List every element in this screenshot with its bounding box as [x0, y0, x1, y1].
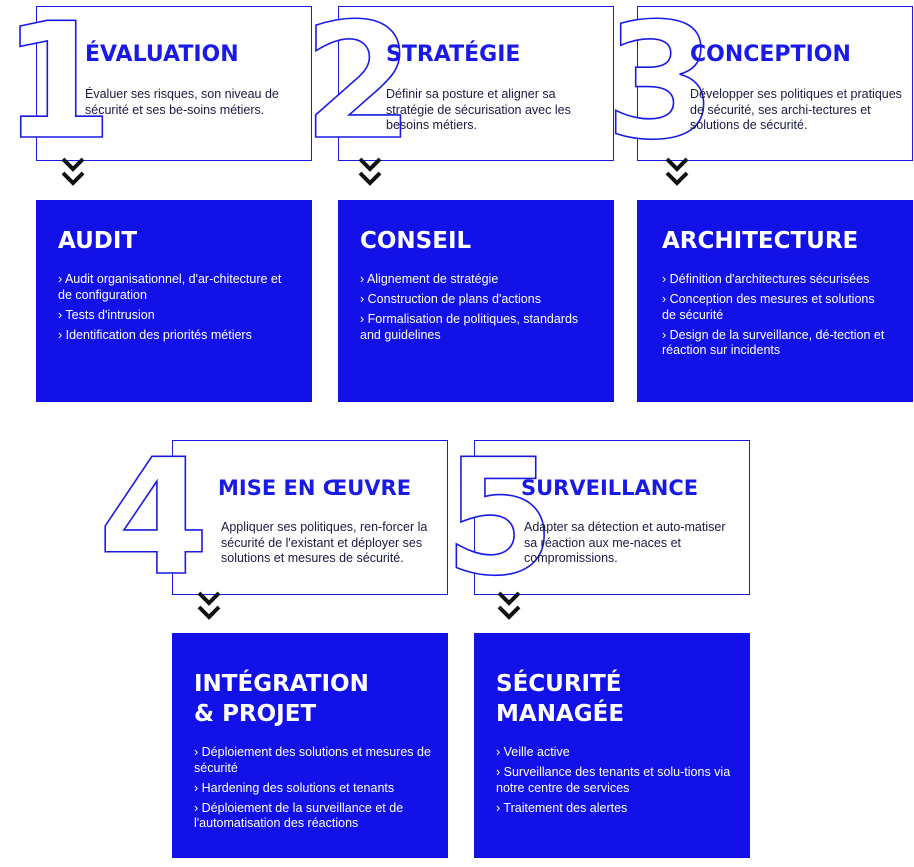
service-title-integration-projet: INTÉGRATION & PROJET — [194, 671, 369, 727]
list-item: › Identification des priorités métiers — [58, 327, 252, 342]
service-list-architecture: › Définition d'architectures sécurisées … — [662, 272, 887, 363]
service-title-audit: AUDIT — [58, 228, 138, 254]
step-title-surveillance: SURVEILLANCE — [521, 476, 699, 500]
double-chevron-down-icon — [61, 157, 85, 186]
step-number-4: 4 — [97, 424, 210, 611]
list-item: › Déploiement de la surveillance et de l… — [194, 800, 404, 831]
double-chevron-down-icon — [358, 157, 382, 186]
list-item: › Veille active — [496, 745, 570, 759]
service-list-integration-projet: › Déploiement des solutions et mesures d… — [194, 745, 439, 836]
service-title-architecture: ARCHITECTURE — [662, 228, 859, 254]
step-card-evaluation — [36, 6, 312, 161]
double-chevron-down-icon — [197, 591, 221, 620]
step-desc-conception: Développer ses politiques et pratiques d… — [690, 87, 902, 132]
step-number-2: 2 — [302, 0, 415, 175]
service-box-architecture: ARCHITECTURE › Définition d'architecture… — [637, 200, 913, 402]
step-desc-evaluation: Évaluer ses risques, son niveau de sécur… — [85, 87, 279, 117]
list-item: › Alignement de stratégie — [360, 272, 499, 286]
step-title-conception: CONCEPTION — [690, 42, 851, 67]
service-list-audit: › Audit organisationnel, d'ar-chitecture… — [58, 272, 288, 348]
service-title-conseil: CONSEIL — [360, 228, 472, 254]
list-item: › Tests d'intrusion — [58, 307, 155, 322]
list-item: › Définition d'architectures sécurisées — [662, 272, 870, 286]
step-title-mise-en-oeuvre: MISE EN ŒUVRE — [218, 476, 412, 500]
list-item: › Construction de plans d'actions — [360, 292, 541, 306]
list-item: › Conception des mesures et solutions de… — [662, 292, 875, 322]
service-box-integration-projet: INTÉGRATION & PROJET › Déploiement des s… — [172, 633, 448, 858]
list-item: › Design de la surveillance, dé-tection … — [662, 327, 885, 358]
list-item: › Formalisation de politiques, standards… — [360, 312, 579, 342]
list-item: › Surveillance des tenants et solu-tions… — [496, 765, 731, 795]
step-desc-strategie: Définir sa posture et aligner sa stratég… — [386, 87, 571, 132]
step-title-evaluation: ÉVALUATION — [85, 42, 239, 67]
list-item: › Traitement des alertes — [496, 800, 628, 815]
double-chevron-down-icon — [665, 157, 689, 186]
step-desc-mise-en-oeuvre: Appliquer ses politiques, ren-forcer la … — [221, 520, 428, 565]
step-title-strategie: STRATÉGIE — [386, 42, 521, 67]
double-chevron-down-icon — [497, 591, 521, 620]
step-card-surveillance — [474, 440, 750, 595]
step-card-mise-en-oeuvre — [172, 440, 448, 595]
step-card-conception — [637, 6, 913, 161]
list-item: › Audit organisationnel, d'ar-chitecture… — [58, 272, 282, 302]
service-box-securite-managee: SÉCURITÉ MANAGÉE › Veille active › Surve… — [474, 633, 750, 858]
step-number-3: 3 — [604, 0, 717, 175]
step-desc-surveillance: Adapter sa détection et auto-matiser sa … — [524, 520, 726, 565]
service-list-conseil: › Alignement de stratégie › Construction… — [360, 272, 600, 348]
list-item: › Déploiement des solutions et mesures d… — [194, 745, 431, 775]
step-number-1: 1 — [1, 0, 114, 175]
service-title-securite-managee: SÉCURITÉ MANAGÉE — [496, 671, 625, 727]
step-card-strategie — [338, 6, 614, 161]
service-box-audit: AUDIT › Audit organisationnel, d'ar-chit… — [36, 200, 312, 402]
service-box-conseil: CONSEIL › Alignement de stratégie › Cons… — [338, 200, 614, 402]
service-list-securite-managee: › Veille active › Surveillance des tenan… — [496, 745, 741, 821]
list-item: › Hardening des solutions et tenants — [194, 780, 395, 795]
step-number-5: 5 — [443, 424, 556, 611]
